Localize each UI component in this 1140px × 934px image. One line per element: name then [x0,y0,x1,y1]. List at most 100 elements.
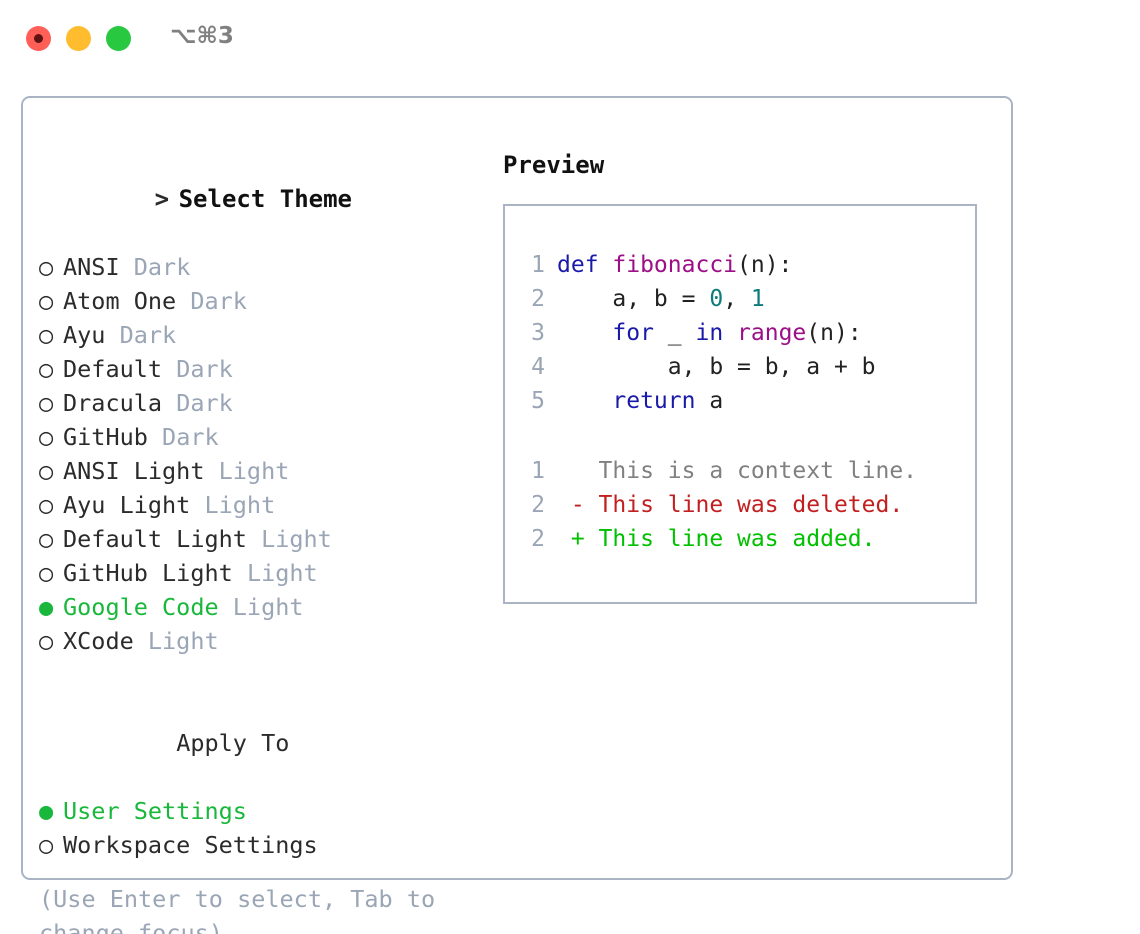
theme-option-atom-one[interactable]: ○Atom One Dark [39,284,479,318]
theme-option-label: Ayu Light [63,491,205,519]
diff-line-ctx: 1 This is a context line. [519,454,975,488]
diff-text: This line was added. [598,526,876,552]
minimize-button-icon[interactable] [66,26,91,51]
theme-variant-tag: Light [218,457,290,485]
theme-variant-tag: Light [246,559,318,587]
code-token: a [695,388,724,414]
theme-option-ayu[interactable]: ○ Ayu Dark [39,318,479,352]
theme-option-github-light[interactable]: ○GitHub Light Light [39,556,479,590]
theme-option-label: GitHub [63,423,163,451]
theme-option-default-light[interactable]: ○Default Light Light [39,522,479,556]
diff-line-add: 2 + This line was added. [519,522,975,556]
code-token: 1 [750,286,765,312]
theme-picker-card: >Select Theme ○ANSI Dark○Atom One Dark○A… [21,96,1013,934]
theme-option-label: GitHub Light [63,559,247,587]
code-token: for [612,320,654,346]
diff-sample: 1 This is a context line.2 - This line w… [519,454,975,556]
theme-option-label: Google Code [63,593,233,621]
radio-unselected-icon: ○ [39,321,54,349]
diff-sign: + [557,526,599,552]
theme-option-label: Default [63,355,177,383]
theme-option-label: ANSI [63,253,134,281]
theme-variant-tag: Light [261,525,332,553]
theme-variant-tag: Light [232,593,304,621]
code-token: def [557,252,613,278]
code-token [557,320,612,346]
theme-option-ayu-light[interactable]: ○ Ayu Light Light [39,488,479,522]
radio-selected-icon: ● [39,593,54,621]
theme-variant-tag: Dark [133,253,191,281]
select-theme-heading: > Select Theme [39,148,479,250]
line-number: 3 [531,320,545,346]
code-line: 3 for _ in range(n): [519,316,975,350]
theme-variant-tag: Light [147,627,219,655]
apply-to-option-workspace-settings[interactable]: ○Workspace Settings [39,828,479,862]
theme-option-label: Atom One [63,287,191,315]
radio-unselected-icon: ○ [39,525,54,553]
radio-unselected-icon: ○ [39,457,54,485]
keyboard-shortcut-label: ⌥⌘3 [170,23,234,49]
prompt-caret-icon: > [154,185,170,213]
theme-variant-tag: Dark [176,355,233,383]
diff-text: This is a context line. [598,458,918,484]
theme-variant-tag: Dark [162,423,219,451]
theme-option-github[interactable]: ○GitHub Dark [39,420,479,454]
code-token: fibonacci [612,252,738,278]
apply-to-heading-label: Apply To [176,729,290,757]
theme-list-panel: >Select Theme ○ANSI Dark○Atom One Dark○A… [39,148,479,934]
diff-sign: - [557,492,599,518]
theme-option-label: ANSI Light [63,457,219,485]
traffic-light-controls [26,26,131,51]
theme-option-dracula[interactable]: ○Dracula Dark [39,386,479,420]
select-theme-heading-label: Select Theme [178,185,352,213]
preview-heading: Preview [503,151,605,179]
preview-spacer [519,418,975,454]
line-number: 2 [531,492,545,518]
theme-option-ansi-light[interactable]: ○ ANSI Light Light [39,454,479,488]
radio-unselected-icon: ○ [39,627,54,655]
close-button-icon[interactable] [26,26,51,51]
diff-line-del: 2 - This line was deleted. [519,488,975,522]
theme-option-xcode[interactable]: ○XCode Light [39,624,479,658]
theme-options-list: ○ANSI Dark○Atom One Dark○Ayu Dark○Defaul… [39,250,479,658]
code-token: (n): [806,320,862,346]
theme-variant-tag: Dark [119,321,177,349]
code-line: 2 a, b = 0, 1 [519,282,975,316]
code-token: return [612,388,696,414]
apply-to-options-list: ●User Settings○Workspace Settings [39,794,479,862]
maximize-button-icon[interactable] [106,26,131,51]
code-token: range [737,320,807,346]
theme-option-label: Ayu [63,321,120,349]
radio-selected-icon: ● [39,797,54,825]
code-line: 5 return a [519,384,975,418]
code-token: , [723,286,751,312]
keyboard-hint-text: (Use Enter to select, Tab to change focu… [39,885,436,934]
code-token [557,388,612,414]
code-line: 4 a, b = b, a + b [519,350,975,384]
theme-option-ansi[interactable]: ○ ANSI Dark [39,250,479,284]
line-number: 2 [531,286,545,312]
radio-unselected-icon: ○ [39,253,54,281]
radio-unselected-icon: ○ [39,355,54,383]
theme-variant-tag: Light [204,491,276,519]
diff-text: This line was deleted. [598,492,904,518]
code-token: 0 [709,286,724,312]
theme-option-google-code[interactable]: ● Google Code Light [39,590,479,624]
code-token: a, b = b, a + b [557,354,876,380]
line-number: 1 [531,458,545,484]
line-number: 1 [531,252,545,278]
theme-variant-tag: Dark [176,389,233,417]
theme-option-default[interactable]: ○ Default Dark [39,352,479,386]
radio-unselected-icon: ○ [39,491,54,519]
code-token: (n): [737,252,793,278]
line-number: 4 [531,354,545,380]
code-token: _ [653,320,696,346]
apply-to-option-user-settings[interactable]: ●User Settings [39,794,479,828]
apply-to-heading: Apply To [39,692,479,794]
theme-option-label: Dracula [63,389,177,417]
code-token: a, b = [557,286,710,312]
